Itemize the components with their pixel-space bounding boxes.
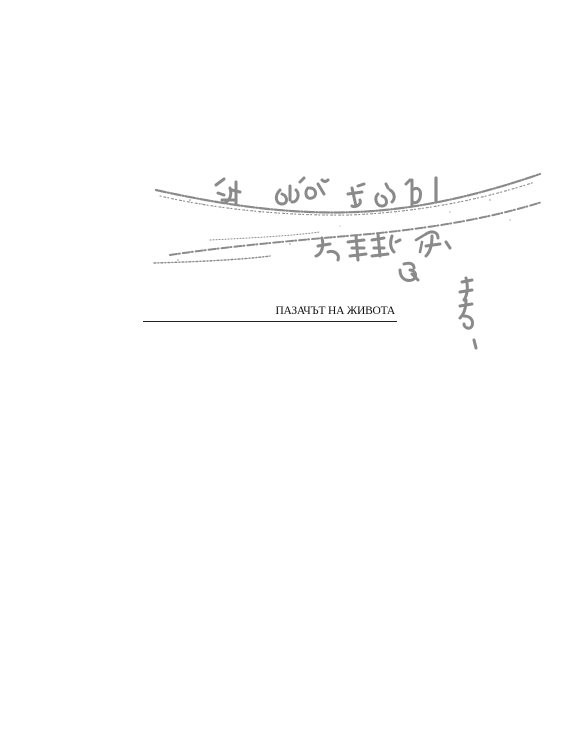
calligraphy-ornament [153, 172, 543, 350]
title-underline [143, 321, 397, 322]
chapter-heading: ПАЗАЧЪТ НА ЖИВОТА [143, 305, 397, 322]
page-title: ПАЗАЧЪТ НА ЖИВОТА [275, 305, 395, 317]
